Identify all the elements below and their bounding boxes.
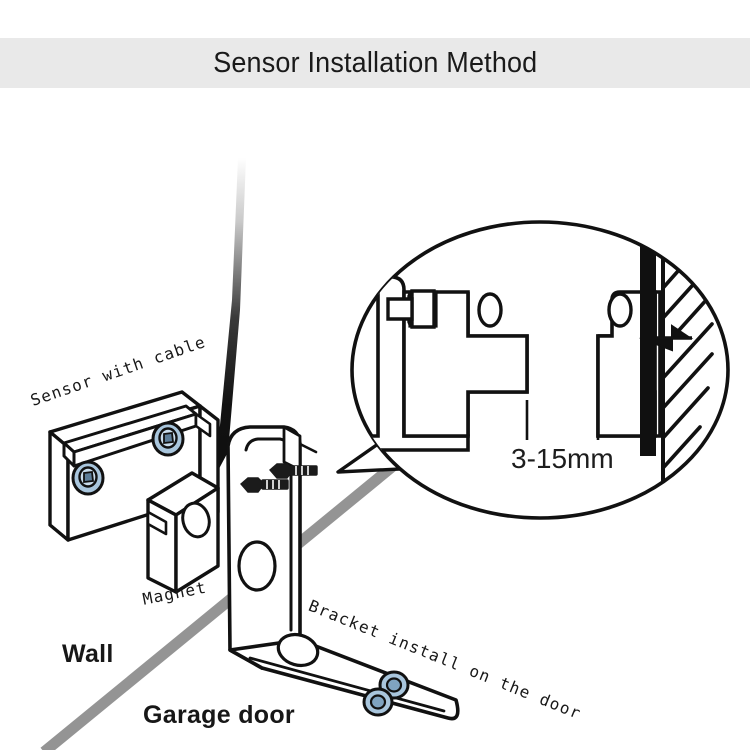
sensor-screw-left [71, 460, 105, 496]
dimension-extension-lines [525, 400, 600, 440]
label-wall: Wall [62, 640, 114, 668]
antenna-cable [178, 158, 246, 512]
bracket-bolt-left [240, 477, 289, 493]
magnet-block [146, 471, 220, 594]
bracket-screw-lower [362, 687, 394, 717]
bracket-bolt-right [269, 463, 318, 479]
sensor-screw-right [151, 421, 185, 457]
page-title: Sensor Installation Method [212, 46, 538, 79]
label-garage-door: Garage door [143, 701, 295, 729]
title-band: Sensor Installation Method [0, 38, 750, 88]
callout-cable [640, 244, 656, 456]
callout-detail-content [364, 244, 714, 494]
wall-hatching [639, 255, 714, 494]
label-gap-dimension: 3-15mm [511, 443, 614, 474]
